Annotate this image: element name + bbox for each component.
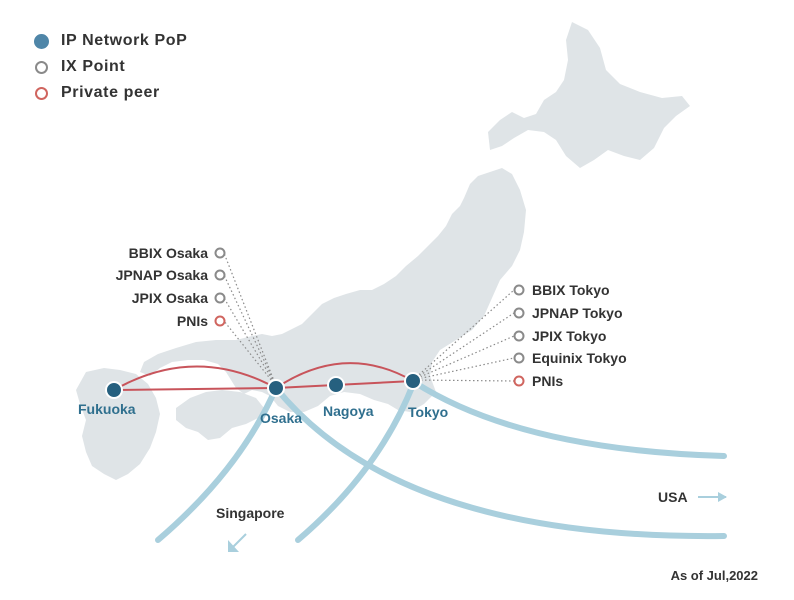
private-peer-ring-icon	[35, 86, 48, 100]
city-label-fukuoka: Fukuoka	[78, 401, 136, 417]
ix-ring-icon	[214, 269, 226, 281]
link-fukuoka-osaka-arc	[113, 365, 277, 391]
link-osaka-tokyo-arc	[275, 362, 414, 389]
ix-ring-icon	[35, 60, 48, 74]
private-peer-ring-icon	[513, 375, 525, 387]
route-tokyo-singapore	[295, 379, 417, 543]
honshu	[140, 168, 526, 412]
legend-label: IP Network PoP	[61, 32, 188, 49]
peer-line-tokyo-4	[412, 357, 515, 381]
destination-label-usa: USA	[658, 489, 688, 505]
pop-node-nagoya	[327, 376, 345, 394]
osaka-peer-label: PNIs	[177, 313, 208, 329]
tokyo-peer-list: BBIX Tokyo JPNAP Tokyo JPIX Tokyo Equini…	[513, 282, 627, 389]
international-routes	[155, 379, 727, 543]
legend-label: IX Point	[61, 58, 126, 75]
legend-label: Private peer	[61, 84, 160, 101]
destination-arrows	[228, 492, 727, 552]
ix-ring-icon	[513, 307, 525, 319]
pop-nodes	[105, 372, 422, 399]
hokkaido	[488, 22, 690, 168]
osaka-peer-list: BBIX Osaka JPNAP Osaka JPIX Osaka PNIs	[116, 245, 226, 329]
usa-arrowhead-icon	[718, 492, 727, 502]
ix-ring-icon	[513, 284, 525, 296]
tokyo-peer-label: BBIX Tokyo	[532, 282, 610, 298]
shikoku	[176, 390, 264, 440]
route-osaka-singapore	[155, 385, 279, 543]
ix-ring-icon	[513, 330, 525, 342]
as-of-date: As of Jul,2022	[670, 568, 758, 583]
city-label-osaka: Osaka	[260, 410, 302, 426]
peer-line-tokyo-5	[412, 379, 515, 382]
peer-line-osaka-3	[223, 297, 277, 387]
singapore-arrowhead-icon	[228, 540, 239, 552]
peer-line-osaka-2	[223, 274, 277, 387]
route-tokyo-usa	[411, 379, 727, 459]
peer-line-tokyo-1	[412, 289, 515, 381]
pop-node-tokyo	[404, 372, 422, 390]
peer-line-osaka-4	[223, 320, 277, 387]
tokyo-peer-label: PNIs	[532, 373, 563, 389]
pop-node-osaka	[267, 379, 285, 397]
kyushu	[76, 368, 160, 480]
tokyo-peer-label: JPNAP Tokyo	[532, 305, 623, 321]
private-peer-ring-icon	[214, 315, 226, 327]
pop-node-fukuoka	[105, 381, 123, 399]
japan-land	[76, 22, 690, 480]
legend-item-pop: IP Network PoP	[34, 28, 187, 54]
osaka-peer-label: BBIX Osaka	[129, 245, 209, 261]
peer-line-tokyo-2	[412, 312, 515, 381]
ix-ring-icon	[513, 352, 525, 364]
link-fukuoka-osaka-straight	[113, 387, 277, 391]
peering-lines	[223, 252, 515, 387]
legend: IP Network PoP IX Point Private peer	[34, 28, 187, 106]
tokyo-peer-label: Equinix Tokyo	[532, 350, 627, 366]
city-label-nagoya: Nagoya	[323, 403, 374, 419]
pop-dot-icon	[34, 33, 49, 49]
route-osaka-usa	[273, 385, 727, 540]
ix-ring-icon	[214, 247, 226, 259]
osaka-peer-label: JPNAP Osaka	[116, 267, 209, 283]
osaka-peer-label: JPIX Osaka	[132, 290, 208, 306]
ix-ring-icon	[214, 292, 226, 304]
city-labels: Fukuoka Osaka Nagoya Tokyo	[78, 401, 448, 426]
destination-label-singapore: Singapore	[216, 505, 285, 521]
city-label-tokyo: Tokyo	[408, 404, 448, 420]
legend-item-private-peer: Private peer	[34, 80, 187, 106]
legend-item-ix: IX Point	[34, 54, 187, 80]
tokyo-peer-label: JPIX Tokyo	[532, 328, 606, 344]
